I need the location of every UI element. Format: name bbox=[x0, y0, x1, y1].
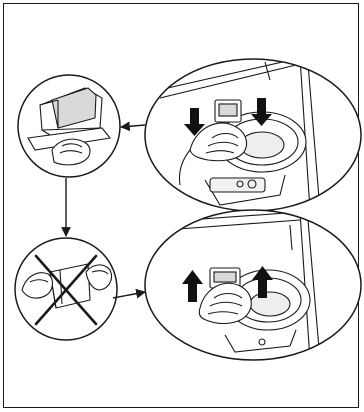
no-detergent-panel bbox=[15, 238, 117, 340]
filter-insertion-panel bbox=[145, 210, 364, 360]
filter-held-panel bbox=[18, 75, 120, 177]
filter-removal-panel bbox=[145, 58, 364, 211]
